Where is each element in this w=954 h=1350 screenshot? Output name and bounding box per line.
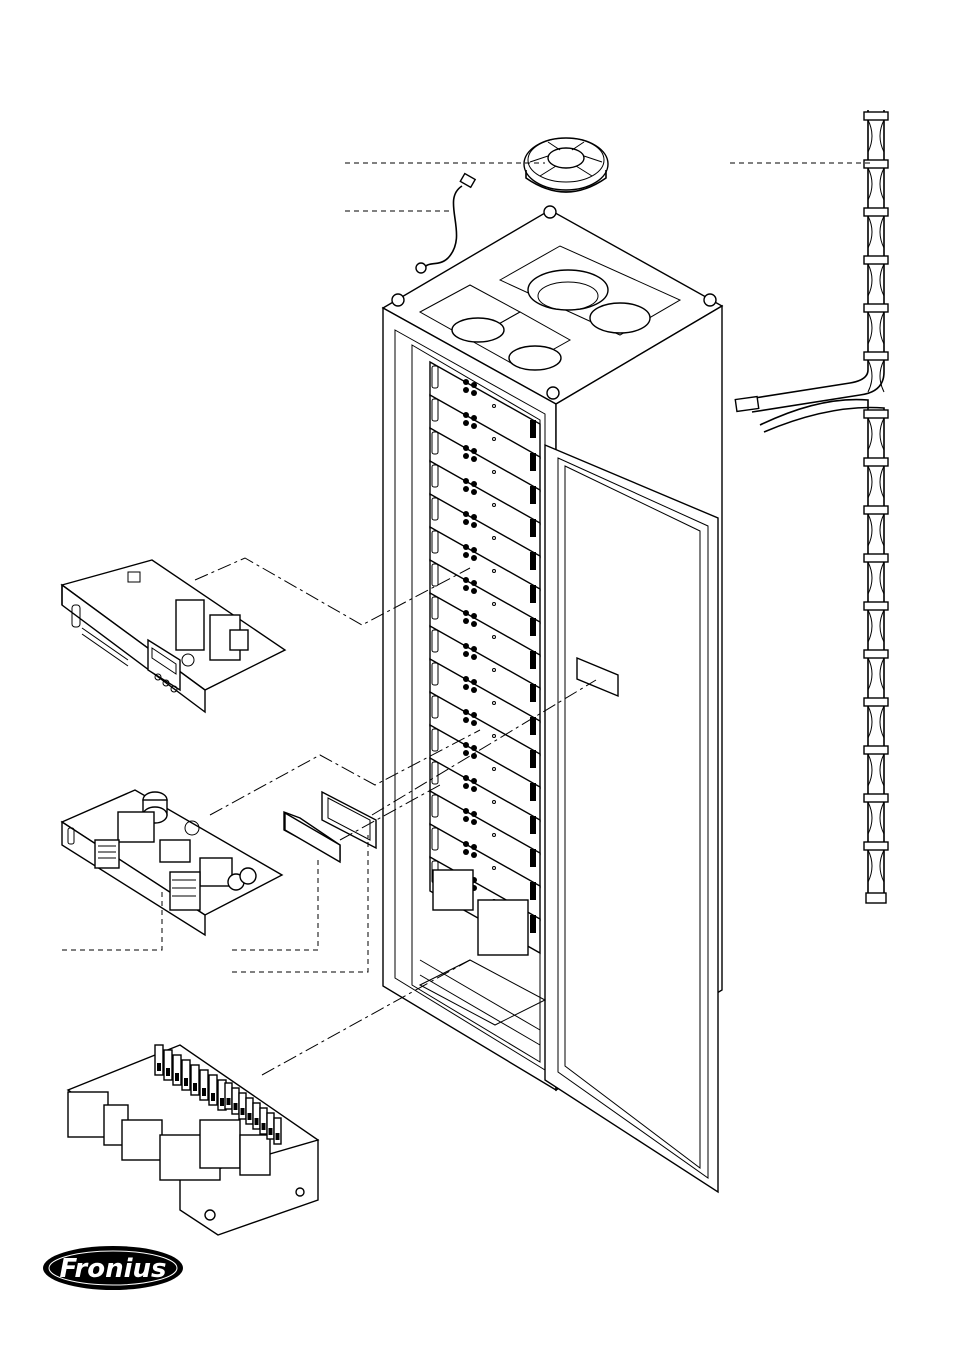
control-board-assembly (60, 559, 287, 714)
ribbon-connector (863, 457, 889, 499)
ribbon-connector (863, 745, 889, 787)
cabinet-terminal-area (418, 869, 547, 1046)
ribbon-connector (863, 697, 889, 739)
terminal-block (231, 1087, 240, 1115)
ribbon-connector (863, 601, 889, 643)
terminal-block (199, 1069, 209, 1101)
power-module-stack (429, 360, 541, 955)
terminal-block (266, 1112, 275, 1140)
terminal-block-assembly (66, 1044, 320, 1236)
power-module (429, 756, 541, 856)
ribbon-connector (863, 409, 889, 451)
terminal-block (252, 1102, 261, 1130)
fronius-logo: Fronius (43, 1246, 183, 1290)
terminal-block (190, 1064, 200, 1096)
label-plates (283, 790, 377, 864)
ribbon-connector (863, 255, 889, 297)
ribbon-connector (863, 159, 889, 201)
terminal-block (208, 1074, 218, 1106)
power-module (429, 426, 541, 526)
power-module (429, 591, 541, 691)
terminal-block (154, 1044, 164, 1076)
power-module (429, 723, 541, 823)
power-stage-board (60, 789, 284, 937)
leader-lines (62, 162, 872, 1076)
ribbon-connector (863, 793, 889, 835)
terminal-block (238, 1092, 247, 1120)
ribbon-connector (863, 841, 889, 883)
ribbon-connector (863, 351, 889, 393)
ribbon-connector (863, 649, 889, 691)
logo-text: Fronius (60, 1254, 167, 1284)
terminal-block (181, 1059, 191, 1091)
ribbon-connector (863, 505, 889, 547)
terminal-block (224, 1082, 233, 1110)
ground-cable (415, 172, 477, 274)
terminal-block (273, 1117, 282, 1145)
terminal-block (172, 1054, 182, 1086)
ribbon-cable (734, 110, 889, 904)
terminal-block (163, 1049, 173, 1081)
ribbon-connector (863, 111, 889, 153)
ribbon-connector (863, 303, 889, 345)
ribbon-connector (863, 553, 889, 595)
terminal-block (245, 1097, 254, 1125)
cabinet-door (544, 443, 719, 1194)
ribbon-connector (863, 207, 889, 249)
terminal-block (259, 1107, 268, 1135)
cooling-fan (523, 137, 609, 193)
